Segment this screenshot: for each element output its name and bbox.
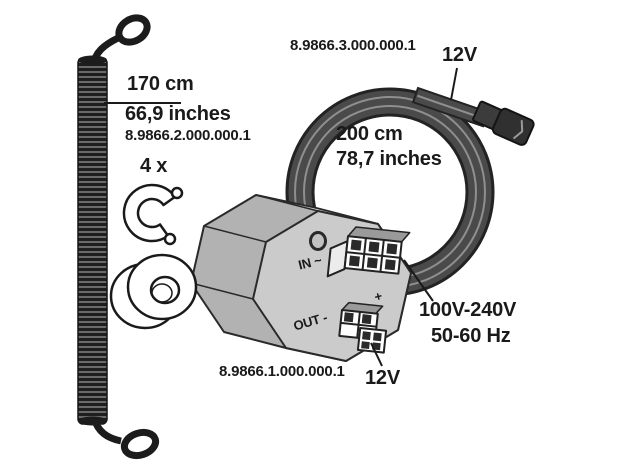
mounting-hole [309,231,327,251]
input-voltage-leader-line [403,259,434,302]
input-voltage-range-label: 100V-240V [419,299,517,321]
power-supply-part-number: 8.9866.1.000.000.1 [219,363,345,380]
cable-voltage-label: 12V [442,44,477,66]
spring-length-imperial-label: 66,9 inches [125,103,231,125]
cable-length-metric-label: 200 cm [336,123,403,145]
tension-spring-illustration [77,14,160,460]
fastener-quantity-label: 4 x [140,155,168,177]
dc-connector-illustration [472,100,535,146]
spring-top-ring [115,14,151,46]
e-clip-illustration [122,183,184,246]
output-terminal-block [338,301,388,354]
grommet-illustration [109,253,198,330]
output-voltage-label: 12V [365,367,400,389]
output-voltage-leader-line [370,342,383,367]
spring-part-number: 8.9866.2.000.000.1 [125,127,251,144]
spring-bottom-ring [120,428,160,460]
leader-lines [104,67,458,367]
cable-voltage-leader-line [450,67,458,101]
input-frequency-label: 50-60 Hz [431,325,511,347]
input-terminal-block [326,226,411,278]
spring-length-metric-label: 170 cm [127,73,194,95]
power-supply-box-illustration [190,194,412,362]
cable-part-number: 8.9866.3.000.000.1 [290,37,416,54]
cable-length-imperial-label: 78,7 inches [336,148,442,170]
spring-coil-body [77,57,108,425]
